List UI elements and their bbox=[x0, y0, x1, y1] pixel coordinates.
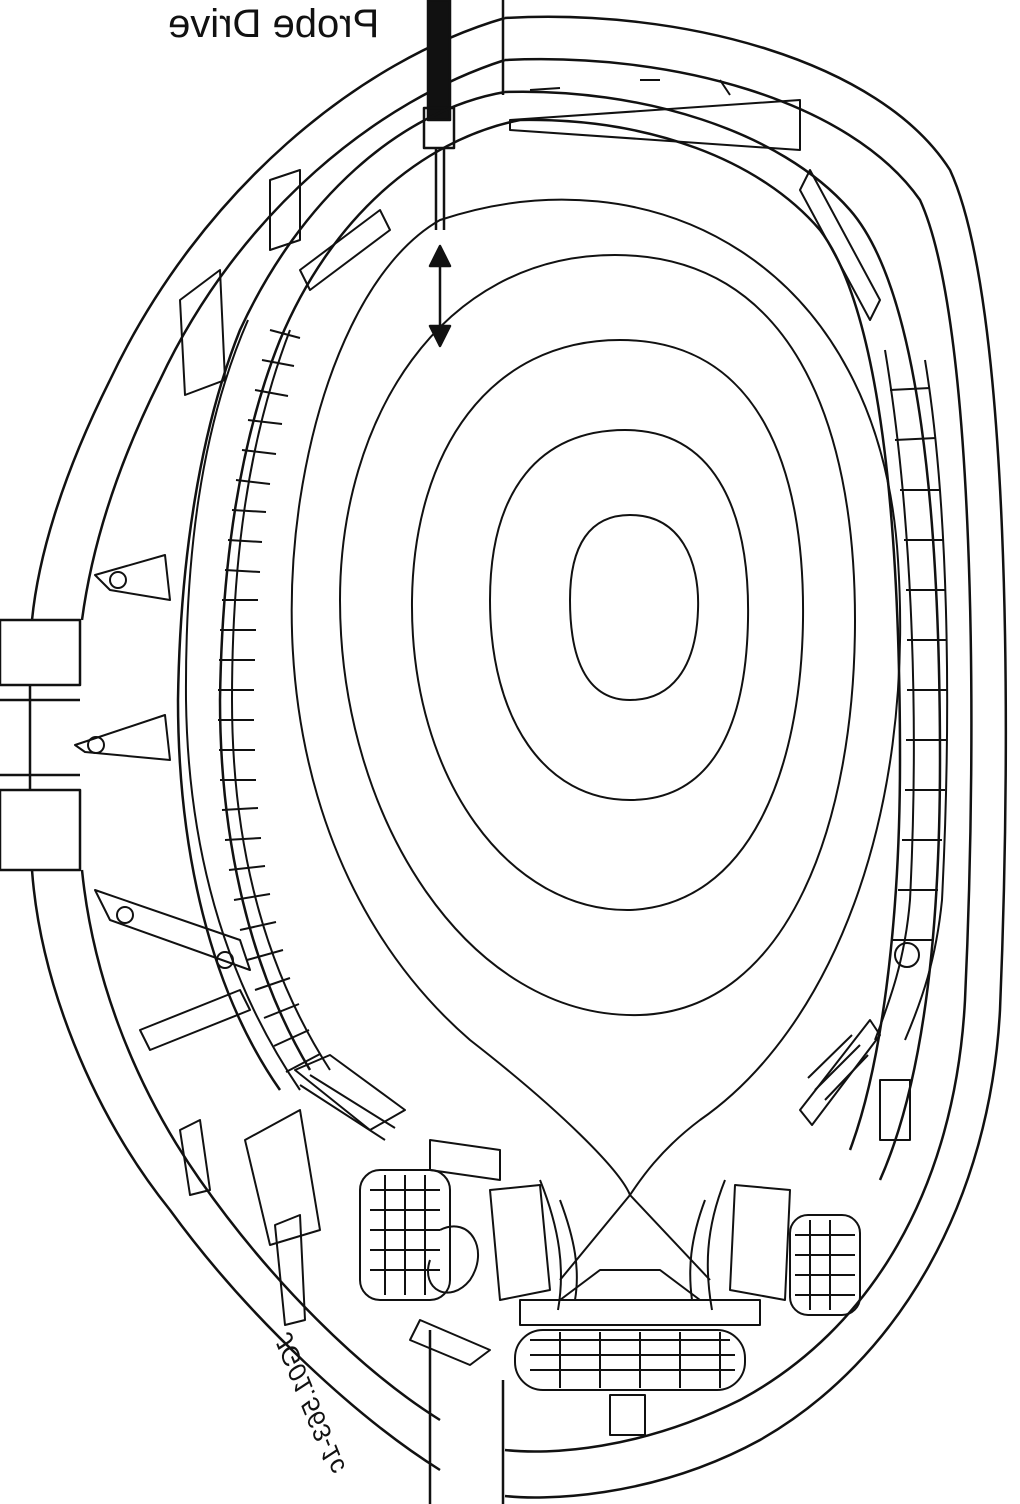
midplane-port bbox=[0, 620, 80, 870]
left-supports bbox=[75, 555, 250, 1050]
vessel-outer-wall bbox=[505, 17, 1006, 1498]
divertor-separatrix-legs bbox=[540, 1180, 725, 1310]
outer-wall-tiles bbox=[875, 350, 947, 1040]
plasma-flux-surfaces bbox=[292, 200, 900, 1195]
probe-travel-arrow bbox=[430, 246, 450, 346]
upper-components bbox=[180, 80, 880, 395]
vessel-inner-wall bbox=[505, 59, 971, 1451]
probe-drive-shaft bbox=[424, 0, 503, 230]
lower-right-component bbox=[800, 1020, 910, 1140]
first-wall-ring bbox=[178, 92, 940, 1180]
lower-left-panels bbox=[180, 1055, 405, 1325]
first-wall-ring-inner bbox=[220, 120, 900, 1150]
divertor-structure bbox=[360, 1140, 860, 1435]
vessel-left-outer bbox=[32, 18, 505, 1470]
probe-drive-label: Probe Drive bbox=[168, 2, 380, 46]
vessel-left-inner bbox=[82, 60, 505, 1420]
bottom-port-lines bbox=[430, 1330, 503, 1504]
inner-wall-tiles bbox=[186, 320, 330, 1090]
